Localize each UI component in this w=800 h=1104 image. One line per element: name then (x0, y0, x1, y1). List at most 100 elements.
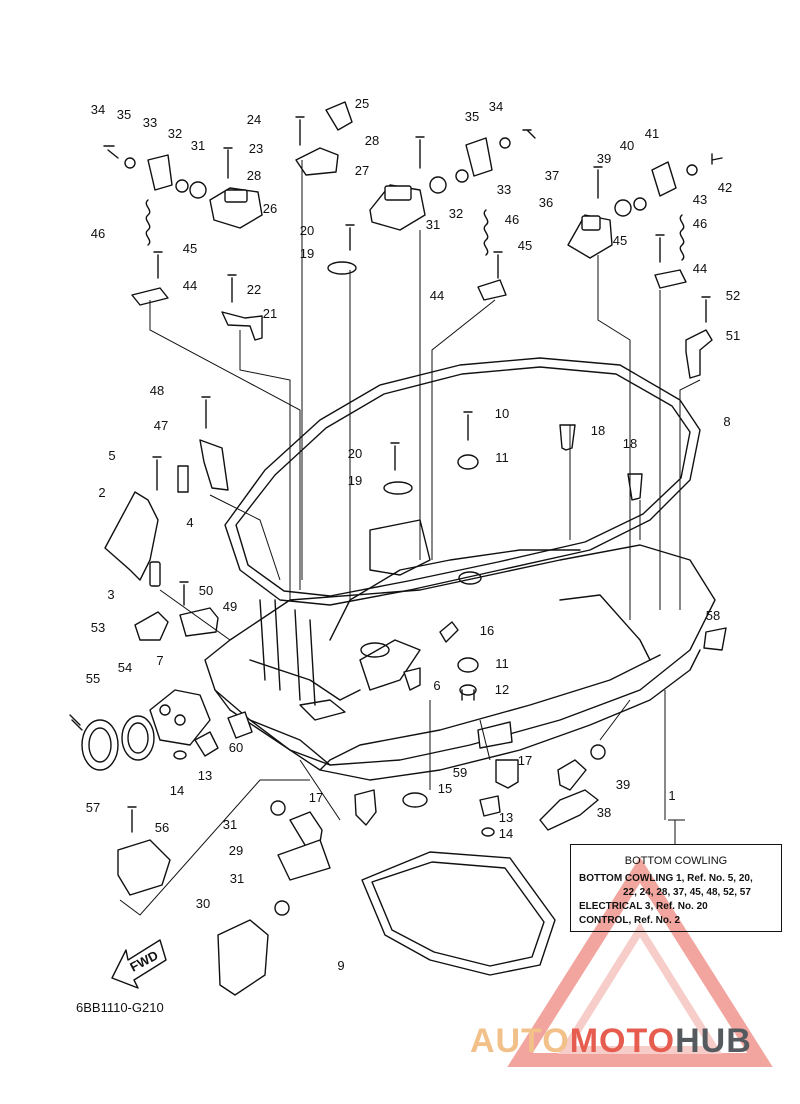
watermark-triangle (507, 856, 773, 1067)
callout-49: 49 (223, 599, 237, 614)
callout-34: 34 (91, 102, 105, 117)
callout-12: 12 (495, 682, 509, 697)
watermark-part-2: MOTO (569, 1022, 676, 1060)
callout-29: 29 (229, 843, 243, 858)
lower-gasket (361, 851, 556, 976)
callout-18: 18 (591, 423, 605, 438)
fwd-arrow: FWD (111, 939, 167, 989)
callout-6: 6 (433, 678, 440, 693)
bracket-51 (685, 296, 713, 379)
callout-38: 38 (597, 805, 611, 820)
callout-55: 55 (86, 671, 100, 686)
callout-53: 53 (91, 620, 105, 635)
callout-59: 59 (453, 765, 467, 780)
callout-45: 45 (613, 233, 627, 248)
callout-18: 18 (623, 436, 637, 451)
grommet-assembly (69, 689, 211, 771)
callout-24: 24 (247, 112, 261, 127)
callout-22: 22 (247, 282, 261, 297)
callout-42: 42 (718, 180, 732, 195)
callout-8: 8 (723, 414, 730, 429)
plate-47 (199, 396, 229, 491)
callout-50: 50 (199, 583, 213, 598)
callout-47: 47 (154, 418, 168, 433)
dampers-17-15 (354, 759, 519, 826)
callout-27: 27 (355, 163, 369, 178)
callout-33: 33 (143, 115, 157, 130)
callout-15: 15 (438, 781, 452, 796)
plate-60 (227, 711, 253, 739)
callout-51: 51 (726, 328, 740, 343)
callout-31: 31 (191, 138, 205, 153)
reference-line-2: 22, 24, 28, 37, 45, 48, 52, 57 (623, 887, 751, 898)
callout-19: 19 (300, 246, 314, 261)
lever-38-assembly (479, 744, 606, 837)
callout-44: 44 (430, 288, 444, 303)
callout-16: 16 (480, 623, 494, 638)
callout-5: 5 (108, 448, 115, 463)
callout-46: 46 (693, 216, 707, 231)
callout-44: 44 (693, 261, 707, 276)
callout-48: 48 (150, 383, 164, 398)
callout-40: 40 (620, 138, 634, 153)
callout-23: 23 (249, 141, 263, 156)
callout-54: 54 (118, 660, 132, 675)
callout-19: 19 (348, 473, 362, 488)
labels-58-59 (477, 627, 727, 749)
reference-line-3: ELECTRICAL 3, Ref. No. 20 (579, 901, 708, 912)
callout-46: 46 (91, 226, 105, 241)
callout-3: 3 (107, 587, 114, 602)
callout-39: 39 (616, 777, 630, 792)
watermark-part-3: HUB (675, 1022, 752, 1060)
callout-32: 32 (168, 126, 182, 141)
callout-14: 14 (499, 826, 513, 841)
center-bracket-assembly (295, 101, 426, 275)
callout-30: 30 (196, 896, 210, 911)
callout-2: 2 (98, 485, 105, 500)
top-seal-ring (224, 357, 701, 606)
reference-title: BOTTOM COWLING (624, 855, 728, 867)
callout-17: 17 (309, 790, 323, 805)
callout-56: 56 (155, 820, 169, 835)
callout-31: 31 (426, 217, 440, 232)
callout-34: 34 (489, 99, 503, 114)
callout-39: 39 (597, 151, 611, 166)
callout-13: 13 (198, 768, 212, 783)
callout-11: 11 (495, 450, 509, 465)
callout-45: 45 (518, 238, 532, 253)
springs (145, 199, 685, 261)
callout-36: 36 (539, 195, 553, 210)
callout-1: 1 (668, 788, 675, 803)
callout-26: 26 (263, 201, 277, 216)
reference-line-4: CONTROL, Ref. No. 2 (579, 915, 681, 926)
callout-58: 58 (706, 608, 720, 623)
callout-46: 46 (505, 212, 519, 227)
diagram-code: 6BB1110-G210 (76, 1000, 164, 1015)
callout-28: 28 (247, 168, 261, 183)
watermark-part-1: AUTO (470, 1022, 570, 1060)
callout-10: 10 (495, 406, 509, 421)
lever-2 (104, 456, 189, 587)
callout-37: 37 (545, 168, 559, 183)
plate-21 (221, 274, 263, 341)
bottom-cowling-body (204, 519, 716, 781)
callout-11: 11 (495, 656, 509, 671)
callout-28: 28 (365, 133, 379, 148)
callout-35: 35 (465, 109, 479, 124)
callout-14: 14 (170, 783, 184, 798)
callout-44: 44 (183, 278, 197, 293)
callout-60: 60 (229, 740, 243, 755)
callout-45: 45 (183, 241, 197, 256)
leader-lines (119, 160, 701, 916)
callout-52: 52 (726, 288, 740, 303)
watermark-text: AUTOMOTOHUB (470, 1022, 752, 1061)
holders-49-50-53 (134, 581, 219, 641)
callout-35: 35 (117, 107, 131, 122)
callout-31: 31 (230, 871, 244, 886)
right-bracket-assembly (429, 129, 723, 259)
callout-31: 31 (223, 817, 237, 832)
callout-20: 20 (348, 446, 362, 461)
callout-7: 7 (156, 653, 163, 668)
callout-41: 41 (645, 126, 659, 141)
